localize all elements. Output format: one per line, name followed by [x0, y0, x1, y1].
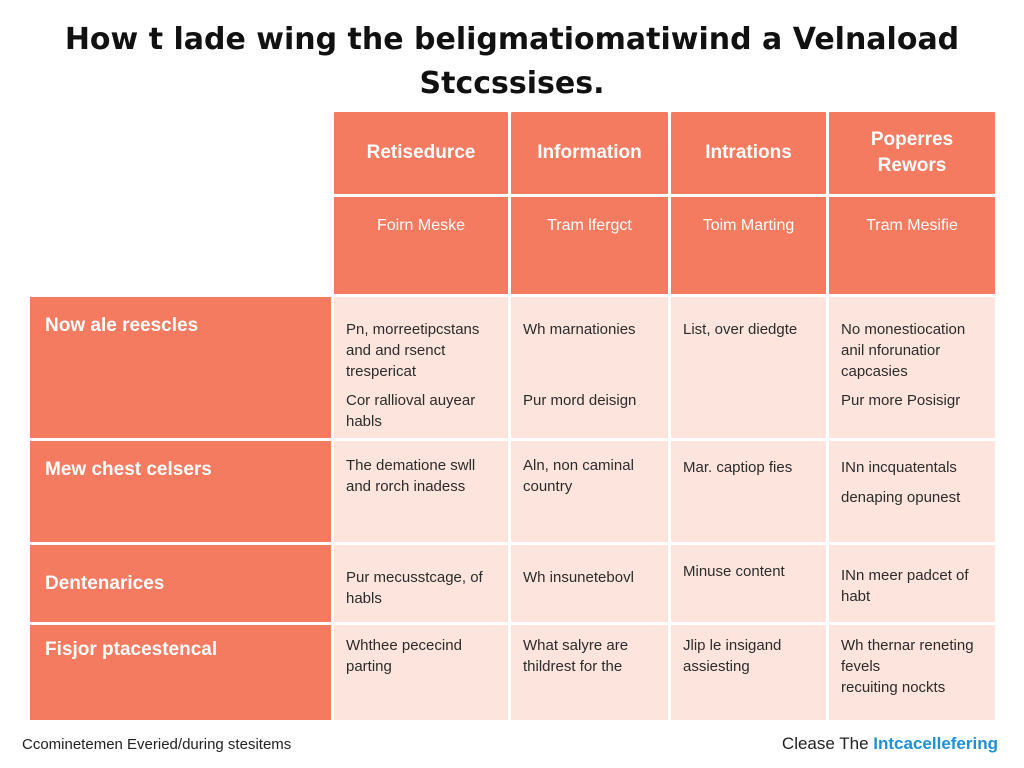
cell-text: Cor rallioval auyear habls: [346, 392, 476, 430]
table-cell: Wh marnationies Pur mord deisign: [511, 297, 668, 438]
cell-text: What salyre are thildrest for the: [523, 637, 629, 675]
title-line-2: Stccssises.: [419, 66, 605, 101]
column-header: Retisedurce: [334, 112, 508, 194]
table-cell: List, over diedgte: [671, 297, 826, 438]
column-subheader: Toim Marting: [671, 197, 826, 294]
row-label: Fisjor ptacestencal: [30, 625, 331, 720]
cell-text: Pur mecusstcage, of habls: [346, 569, 483, 607]
table-cell: The dematione swll and rorch inadess: [334, 441, 508, 542]
row-label: Now ale reescles: [30, 297, 331, 438]
cell-text: Wh insunetebovl: [523, 569, 634, 586]
table-cell: Aln, non caminal country: [511, 441, 668, 542]
cell-text: List, over diedgte: [683, 321, 798, 338]
column-header: Intrations: [671, 112, 826, 194]
footer-credit-text: Clease The: [781, 734, 874, 753]
cell-text: No monestiocation anil nforunatior capca…: [841, 321, 966, 380]
footer-caption: Ccominetemen Everied/during stesitems: [22, 736, 292, 753]
cell-text: Jlip le insigand assiesting: [683, 637, 782, 675]
table-cell: Whthee pececind parting: [334, 625, 508, 720]
cell-text: Pur more Posisigr: [841, 392, 961, 409]
column-header: Poperres Rewors: [829, 112, 995, 194]
table-cell: Pn, morreetipcstans and and rsenct tresp…: [334, 297, 508, 438]
cell-text: Mar. captiop fies: [683, 459, 793, 476]
table-cell: INn incquatentals denaping opunest: [829, 441, 995, 542]
cell-text: Minuse content: [683, 563, 785, 580]
table-cell: Minuse content: [671, 545, 826, 622]
row-label: Dentenarices: [30, 545, 331, 622]
table-cell: Jlip le insigand assiesting: [671, 625, 826, 720]
cell-text: INn incquatentals: [841, 459, 957, 476]
cell-text: Wh thernar reneting fevels recuiting noc…: [841, 637, 974, 696]
column-subheader: Tram Mesifie: [829, 197, 995, 294]
cell-text: INn meer padcet of habt: [841, 567, 969, 605]
column-subheader: Foirn Meske: [334, 197, 508, 294]
column-subheader: Tram lfergct: [511, 197, 668, 294]
table-cell: What salyre are thildrest for the: [511, 625, 668, 720]
title-line-1: How t lade wing the beligmatiomatiwind a…: [64, 22, 960, 57]
cell-text: denaping opunest: [841, 489, 961, 506]
cell-text: Aln, non caminal country: [523, 457, 634, 495]
column-header: Information: [511, 112, 668, 194]
cell-text: Whthee pececind parting: [346, 637, 462, 675]
table-cell: Pur mecusstcage, of habls: [334, 545, 508, 622]
row-label: Mew chest celsers: [30, 441, 331, 542]
cell-text: Pn, morreetipcstans and and rsenct tresp…: [346, 321, 480, 380]
table-cell: Wh thernar reneting fevels recuiting noc…: [829, 625, 995, 720]
table-cell: INn meer padcet of habt: [829, 545, 995, 622]
cell-text: Pur mord deisign: [523, 392, 637, 409]
brand-name: Intcacellefering: [873, 734, 998, 753]
cell-text: The dematione swll and rorch inadess: [346, 457, 476, 495]
page-title: How t lade wing the beligmatiomatiwind a…: [0, 18, 1024, 106]
table-cell: Mar. captiop fies: [671, 441, 826, 542]
table-cell: No monestiocation anil nforunatior capca…: [829, 297, 995, 438]
footer-credit: Clease The Intcacellefering: [782, 734, 998, 754]
cell-text: Wh marnationies: [523, 321, 636, 338]
table-cell: Wh insunetebovl: [511, 545, 668, 622]
